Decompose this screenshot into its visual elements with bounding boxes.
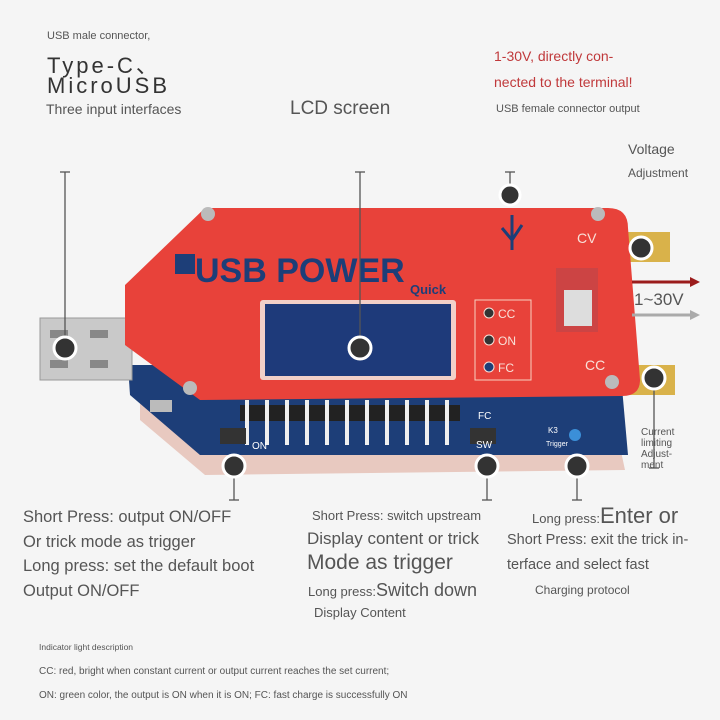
microusb-label: MicroUSB <box>47 73 171 98</box>
indicator-on: ON <box>498 334 516 348</box>
output-terminal <box>564 290 592 326</box>
indicator-note-cc: CC: red, bright when constant current or… <box>39 666 390 677</box>
voltage-label: Voltage <box>628 141 675 157</box>
sw-desc-1: Short Press: switch upstream <box>312 508 482 523</box>
sw-desc-3: Mode as trigger <box>307 551 453 574</box>
indicator-cc: CC <box>498 307 516 321</box>
cc-label: CC <box>585 357 605 373</box>
callout-dots <box>52 183 667 479</box>
usb-male-label: USB male connector, <box>47 30 151 42</box>
brand-text: USB POWER <box>195 252 405 290</box>
trigger-desc-1: Long press:Enter or <box>532 503 679 528</box>
cv-label: CV <box>577 230 597 246</box>
indicator-note-on-fc: ON: green color, the output is ON when i… <box>39 690 408 701</box>
indicator-fc: FC <box>498 361 514 375</box>
sw-desc-2: Display content or trick <box>307 529 479 548</box>
indicator-panel <box>474 299 532 381</box>
sw-desc-4: Long press:Switch down <box>308 580 477 600</box>
trigger-desc-4: Charging protocol <box>535 583 630 597</box>
sw-desc-5: Display Content <box>314 605 406 620</box>
svg-text:ON: ON <box>252 441 267 452</box>
svg-text:Trigger: Trigger <box>546 441 569 448</box>
type-c-label: Type-C、 <box>47 53 161 78</box>
output-range: 1~30V <box>634 290 684 309</box>
on-button <box>220 428 246 444</box>
micro-usb-port <box>150 400 172 412</box>
usb-female-label: USB female connector output <box>496 103 640 115</box>
adjustment-label: Adjustment <box>628 166 689 180</box>
three-inputs-label: Three input interfaces <box>46 101 182 117</box>
trigger-desc-3: terface and select fast <box>507 557 649 573</box>
warning-line-1: 1-30V, directly con- <box>494 48 614 64</box>
brand-sub: Quick <box>410 282 447 297</box>
svg-text:SW: SW <box>476 440 493 451</box>
svg-text:K3: K3 <box>548 426 558 435</box>
lcd-label: LCD screen <box>290 98 391 119</box>
warning-line-2: nected to the terminal! <box>494 74 633 90</box>
trigger-button <box>569 429 581 441</box>
indicator-notes-title: Indicator light description <box>39 642 134 652</box>
header-pins <box>240 400 460 445</box>
usb-symbol-icon <box>500 215 524 250</box>
trigger-desc-2: Short Press: exit the trick in- <box>507 532 689 548</box>
sw-button <box>470 428 496 444</box>
svg-text:FC: FC <box>478 411 491 422</box>
